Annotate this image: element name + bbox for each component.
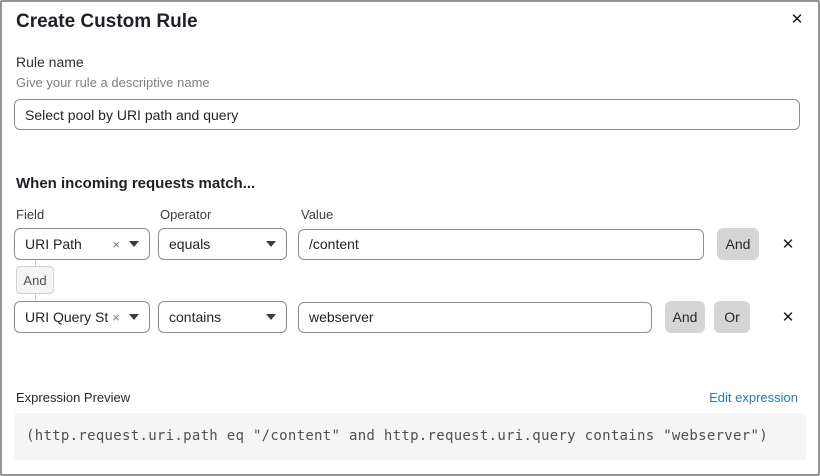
- edit-expression-link[interactable]: Edit expression: [709, 390, 798, 405]
- field-select[interactable]: URI Path ×: [14, 228, 150, 260]
- value-input[interactable]: [298, 301, 652, 333]
- operator-column-label: Operator: [160, 207, 212, 222]
- chevron-down-icon: [129, 314, 139, 320]
- field-select-value: URI Path: [25, 236, 82, 252]
- value-column-label: Value: [301, 207, 334, 222]
- rule-name-hint: Give your rule a descriptive name: [16, 75, 210, 90]
- field-select[interactable]: URI Query St... ×: [14, 301, 150, 333]
- chevron-down-icon: [266, 241, 276, 247]
- add-and-condition-button[interactable]: And: [665, 301, 705, 333]
- operator-select[interactable]: contains: [158, 301, 287, 333]
- field-column-label: Field: [16, 207, 45, 222]
- remove-condition-icon[interactable]: ✕: [776, 232, 800, 256]
- operator-select-value: equals: [169, 236, 211, 252]
- condition-row: URI Query St... × contains And Or ✕: [14, 301, 806, 333]
- connector-line: [34, 294, 36, 301]
- condition-connector: And: [16, 260, 54, 301]
- condition-row: URI Path × equals And ✕: [14, 228, 806, 260]
- operator-select[interactable]: equals: [158, 228, 287, 260]
- clear-selection-icon[interactable]: ×: [112, 236, 120, 252]
- expression-code: (http.request.uri.path eq "/content" and…: [26, 428, 768, 444]
- chevron-down-icon: [129, 241, 139, 247]
- expression-preview-label: Expression Preview: [16, 390, 131, 405]
- page-title: Create Custom Rule: [16, 11, 198, 32]
- operator-select-value: contains: [169, 309, 222, 325]
- expression-preview-header: Expression Preview Edit expression: [16, 389, 806, 406]
- match-heading: When incoming requests match...: [16, 175, 256, 192]
- rule-name-label: Rule name: [16, 54, 84, 70]
- close-icon[interactable]: ✕: [786, 8, 808, 30]
- remove-condition-icon[interactable]: ✕: [776, 305, 800, 329]
- condition-column-labels: Field Operator Value: [16, 207, 806, 223]
- field-select-value: URI Query St...: [25, 309, 109, 325]
- chevron-down-icon: [266, 314, 276, 320]
- connector-line: [34, 260, 36, 266]
- rule-name-input[interactable]: [14, 99, 800, 130]
- and-connector-badge: And: [16, 266, 54, 294]
- clear-selection-icon[interactable]: ×: [112, 309, 120, 325]
- value-input[interactable]: [298, 228, 704, 260]
- add-or-condition-button[interactable]: Or: [714, 301, 750, 333]
- add-and-condition-button[interactable]: And: [717, 228, 759, 260]
- expression-code-block: (http.request.uri.path eq "/content" and…: [14, 413, 806, 460]
